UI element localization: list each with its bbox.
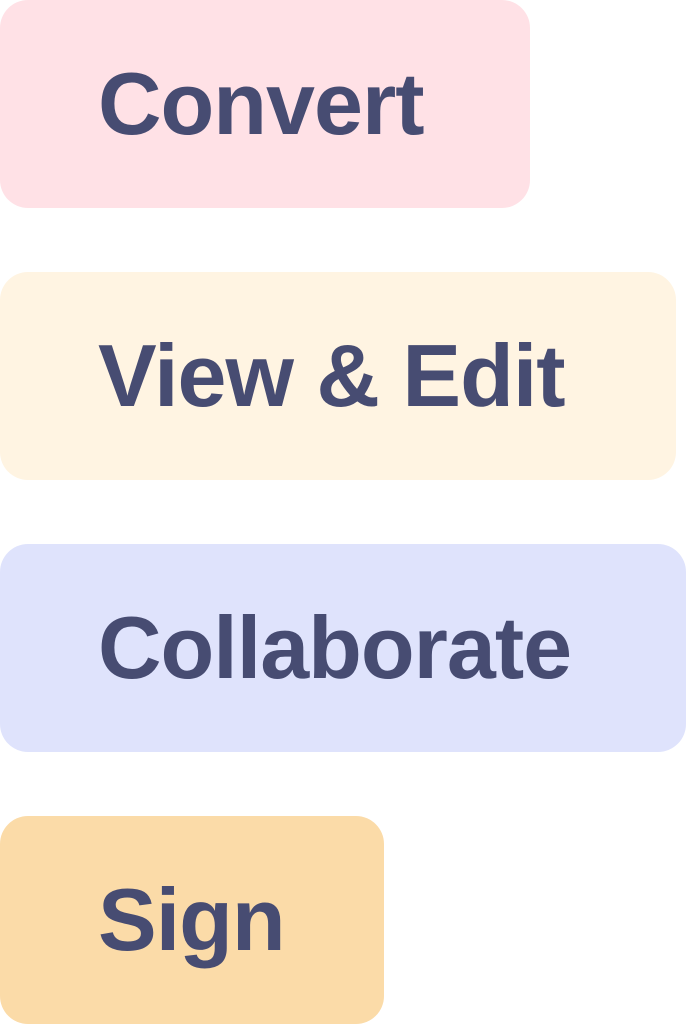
collaborate-button-label: Collaborate [98, 598, 572, 697]
view-edit-button-label: View & Edit [98, 326, 566, 425]
sign-button-label: Sign [98, 870, 286, 969]
convert-button[interactable]: Convert [0, 0, 530, 208]
view-edit-button[interactable]: View & Edit [0, 272, 676, 480]
collaborate-button[interactable]: Collaborate [0, 544, 686, 752]
sign-button[interactable]: Sign [0, 816, 384, 1024]
convert-button-label: Convert [98, 54, 424, 153]
